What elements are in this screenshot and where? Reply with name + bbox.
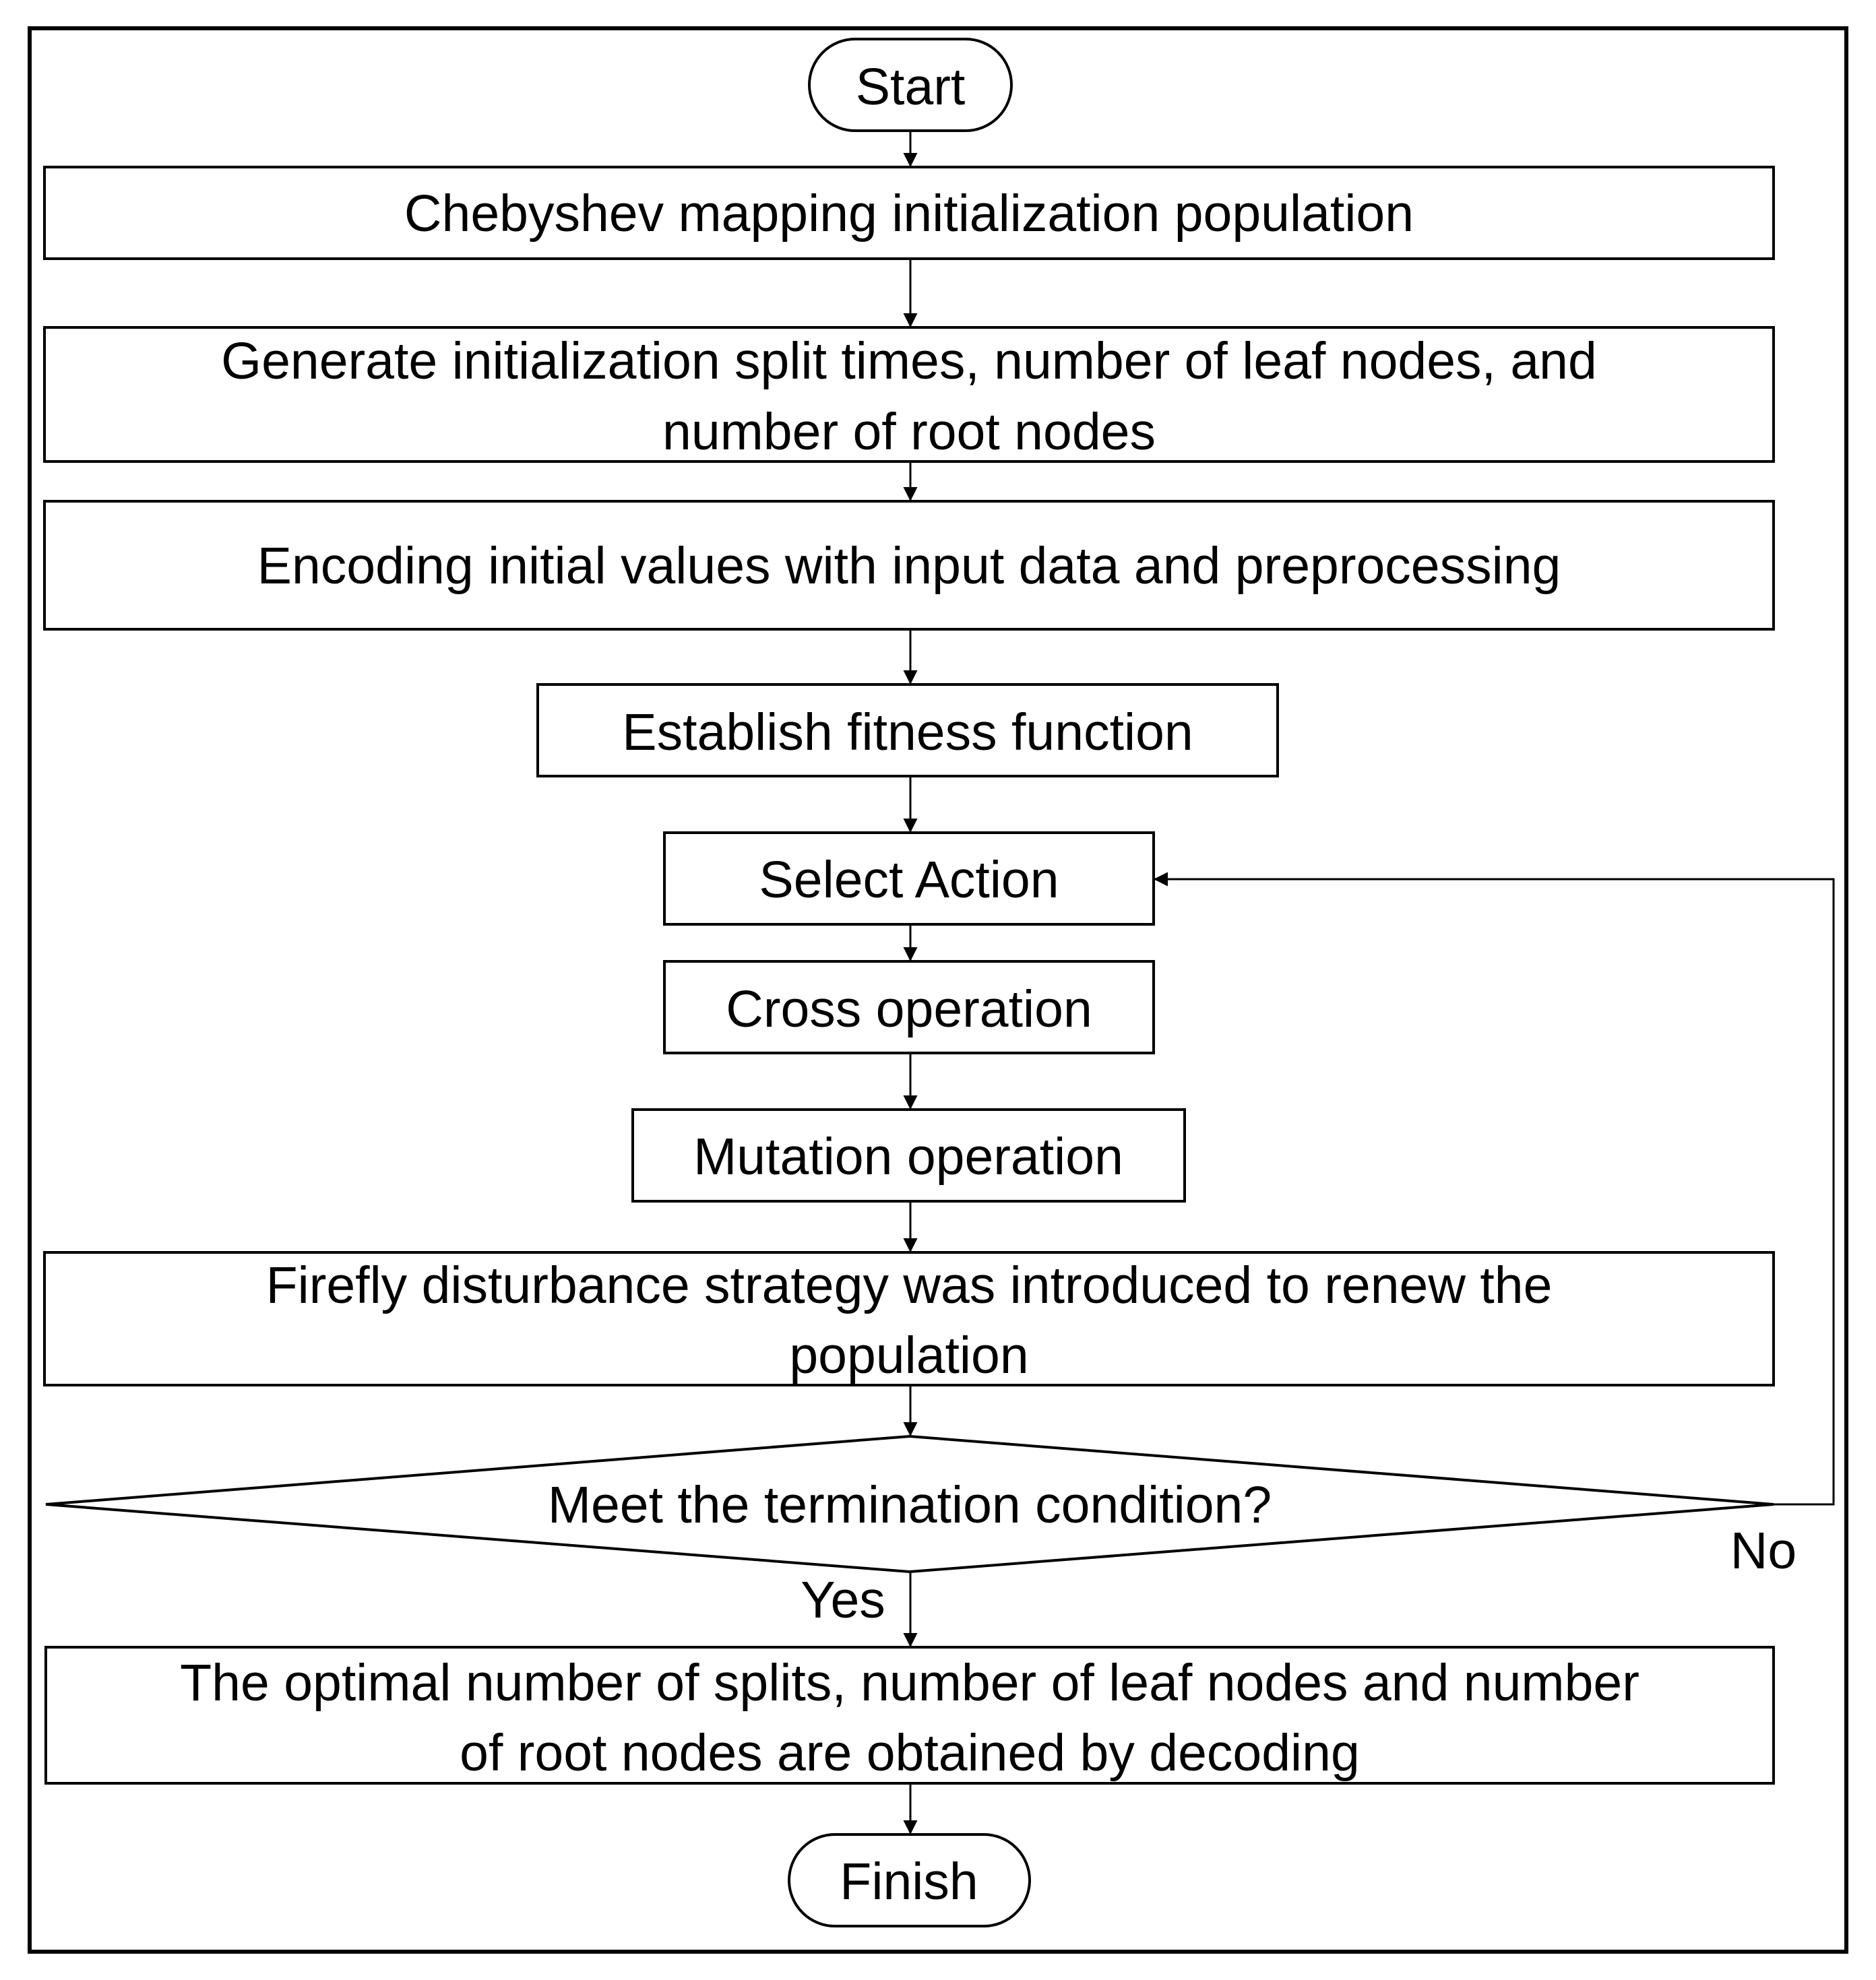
encoding-label: Encoding initial values with input data …: [257, 537, 1561, 595]
diagram-frame: [28, 26, 1848, 1954]
select-action-label: Select Action: [759, 851, 1059, 909]
edge-label-yes: Yes: [801, 1571, 885, 1629]
optimal-result-label-line-2: of root nodes are obtained by decoding: [460, 1724, 1360, 1782]
encoding-box: Encoding initial values with input data …: [43, 500, 1775, 631]
firefly-label-line-2: population: [789, 1327, 1028, 1384]
fitness-label: Establish fitness function: [622, 703, 1193, 761]
chebyshev-init-label: Chebyshev mapping initialization populat…: [404, 185, 1414, 243]
edge-decision-no-loop: [1154, 872, 1835, 1506]
termination-decision: Meet the termination condition?: [45, 1434, 1774, 1574]
edge-label-no: No: [1730, 1522, 1796, 1580]
mutation-operation-box: Mutation operation: [631, 1108, 1186, 1203]
generate-init-label-line-1: Generate initialization split times, num…: [221, 332, 1597, 390]
generate-init-label-line-2: number of root nodes: [662, 403, 1156, 461]
start-node: Start: [808, 38, 1013, 132]
chebyshev-init-box: Chebyshev mapping initialization populat…: [43, 166, 1775, 260]
fitness-box: Establish fitness function: [536, 683, 1279, 777]
finish-label: Finish: [840, 1853, 978, 1911]
cross-operation-label: Cross operation: [726, 980, 1092, 1038]
start-label: Start: [856, 58, 966, 116]
finish-node: Finish: [788, 1833, 1031, 1927]
optimal-result-label-line-1: The optimal number of splits, number of …: [180, 1654, 1639, 1712]
optimal-result-box: The optimal number of splits, number of …: [44, 1646, 1775, 1785]
termination-label: Meet the termination condition?: [548, 1476, 1272, 1534]
cross-operation-box: Cross operation: [663, 960, 1155, 1054]
select-action-box: Select Action: [663, 831, 1155, 926]
firefly-box: Firefly disturbance strategy was introdu…: [43, 1251, 1775, 1386]
firefly-label-line-1: Firefly disturbance strategy was introdu…: [266, 1256, 1553, 1314]
mutation-operation-label: Mutation operation: [693, 1128, 1123, 1186]
generate-init-box: Generate initialization split times, num…: [43, 326, 1775, 463]
